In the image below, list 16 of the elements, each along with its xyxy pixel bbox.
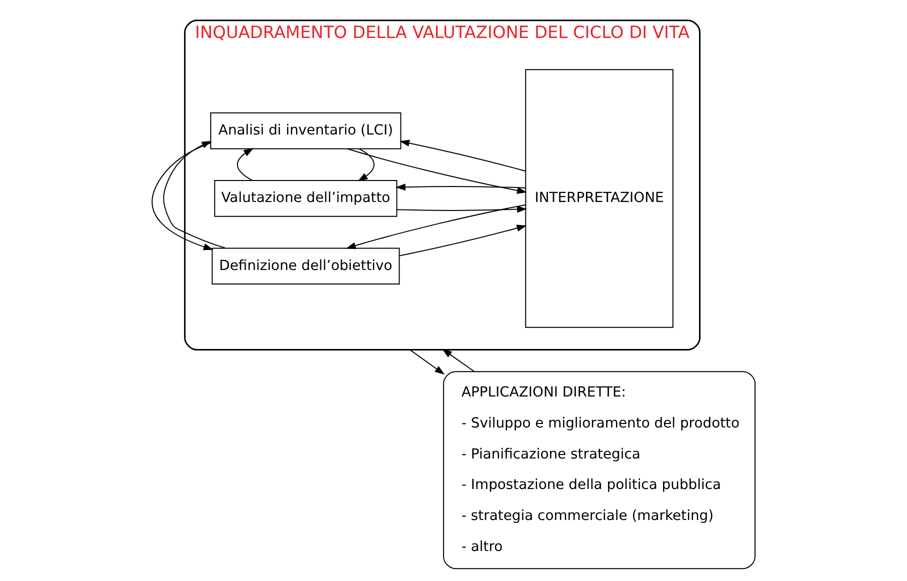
node-box: Analisi di inventario (LCI): [210, 112, 402, 150]
node-box: Definizione dell’obiettivo: [212, 248, 400, 285]
arrow: [358, 148, 375, 182]
node-box: INTERPRETAZIONE: [525, 69, 674, 328]
arrow: [396, 206, 528, 213]
arrow: [395, 184, 526, 191]
node-box: Valutazione dell’impatto: [214, 180, 398, 217]
arrow: [346, 204, 526, 249]
arrow: [346, 148, 528, 194]
arrow: [400, 140, 526, 172]
node-box: APPLICAZIONI DIRETTE: - Sviluppo e miglioramento del prodotto - Pianificazione strategica - Impostazione della politica pubblica - strategia commerciale (marketing) - altro: [443, 371, 756, 570]
arrow: [442, 348, 475, 372]
arrow: [152, 142, 214, 250]
arrow: [398, 224, 527, 256]
arrow: [236, 148, 254, 181]
arrow: [409, 349, 445, 375]
